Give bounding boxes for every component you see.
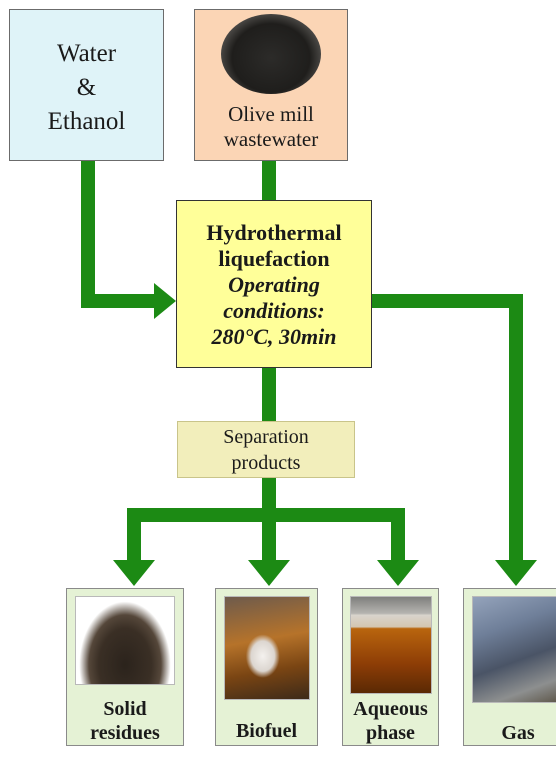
- solid-arrowhead: [113, 560, 155, 586]
- gas-bag-photo: [472, 596, 556, 703]
- biofuel-down-segment: [262, 508, 276, 563]
- water-to-process-arrowhead: [154, 283, 176, 319]
- phase-label: phase: [366, 722, 415, 744]
- biofuel-flask-photo: [223, 596, 310, 700]
- ampersand-label: &: [76, 74, 97, 101]
- solid-residues-photo: [75, 596, 175, 685]
- aqueous-arrowhead: [377, 560, 419, 586]
- olive-mill-wastewater-box: Olive mill wastewater: [194, 9, 348, 161]
- solid-down-segment: [127, 508, 141, 563]
- operating-label: Operating: [228, 272, 320, 297]
- water-ethanol-box: Water & Ethanol: [9, 9, 164, 161]
- separation-products-box: Separation products: [177, 421, 355, 478]
- water-label: Water: [56, 40, 117, 67]
- olive-mill-label: Olive mill: [228, 102, 314, 126]
- operating-values: 280°C, 30min: [211, 324, 337, 349]
- solid-label: Solid: [103, 698, 147, 720]
- water-right-segment: [81, 294, 161, 308]
- gas-label: Gas: [501, 722, 535, 744]
- gas-down-segment: [509, 294, 523, 563]
- aqueous-phase-jar-photo: [349, 596, 432, 694]
- separation-label: Separation: [223, 425, 309, 448]
- products-label: products: [231, 451, 301, 474]
- biofuel-arrowhead: [248, 560, 290, 586]
- conditions-label: conditions:: [223, 298, 325, 323]
- ethanol-label: Ethanol: [47, 108, 126, 135]
- biofuel-label: Biofuel: [235, 720, 298, 742]
- aqueous-down-segment: [391, 508, 405, 563]
- gas-box: Gas: [463, 588, 556, 746]
- hydrothermal-liquefaction-box: Hydrothermal liquefaction Operating cond…: [176, 200, 372, 368]
- process-to-separation-connector: [262, 368, 276, 422]
- olive-to-process-connector: [262, 161, 276, 201]
- water-down-segment: [81, 161, 95, 308]
- gas-arrowhead: [495, 560, 537, 586]
- process-title-line2: liquefaction: [218, 246, 330, 271]
- aqueous-phase-box: Aqueous phase: [342, 588, 439, 746]
- separation-to-bar-connector: [262, 478, 276, 508]
- wastewater-label: wastewater: [223, 127, 319, 151]
- biofuel-box: Biofuel: [215, 588, 318, 746]
- aqueous-label: Aqueous: [353, 698, 428, 720]
- solid-residues-box: Solid residues: [66, 588, 184, 746]
- wastewater-bowl-photo: [221, 14, 321, 94]
- residues-label: residues: [90, 722, 160, 744]
- gas-right-segment: [372, 294, 523, 308]
- process-title-line1: Hydrothermal: [206, 220, 342, 245]
